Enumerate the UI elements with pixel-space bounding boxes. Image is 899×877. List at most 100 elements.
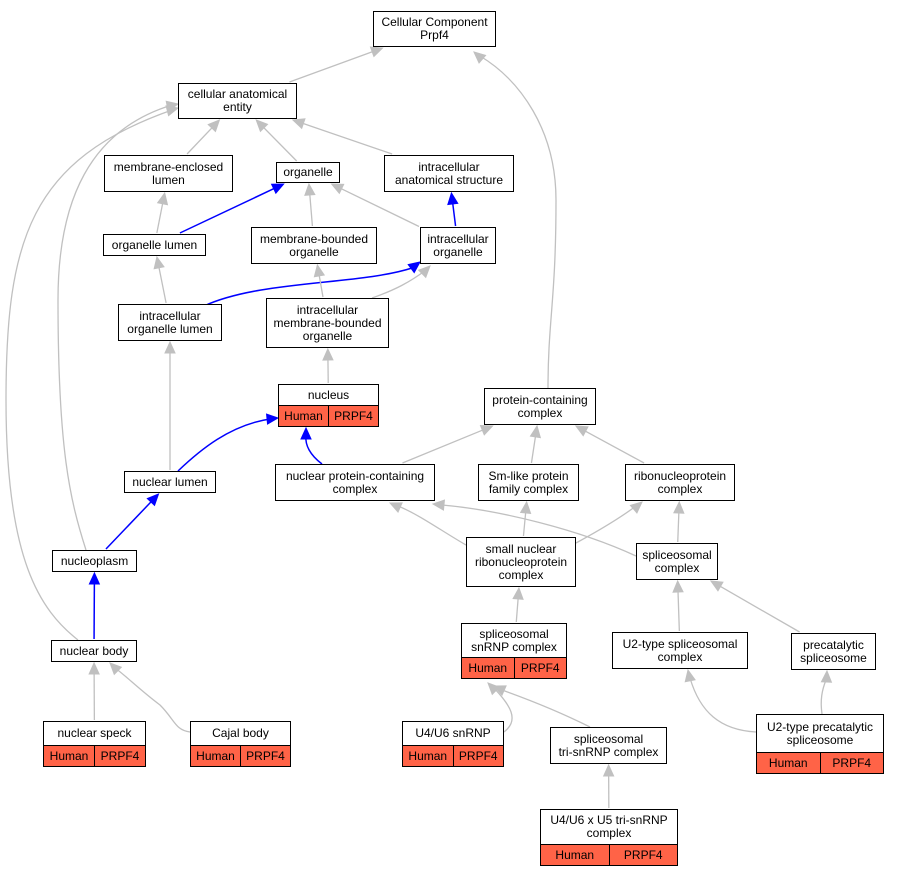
edge-line (397, 505, 467, 546)
node-mel[interactable]: membrane-enclosed lumen (104, 155, 233, 192)
node-ias[interactable]: intracellular anatomical structure (384, 155, 514, 192)
edge-line (493, 687, 513, 733)
node-spl[interactable]: spliceosomal complex (636, 543, 718, 580)
gene-cell: PRPF4 (819, 753, 884, 773)
node-label: intracellular organelle lumen (127, 308, 213, 336)
node-label: nucleoplasm (60, 553, 129, 568)
edge-orgl-to-mel (156, 191, 169, 234)
node-label: spliceosomal tri-snRNP complex (558, 731, 659, 759)
node-snrnp[interactable]: small nuclear ribonucleoprotein complex (466, 537, 576, 587)
node-cae[interactable]: cellular anatomical entity (178, 83, 297, 119)
edge-arrowhead (153, 255, 165, 270)
edge-line (318, 273, 324, 298)
edge-arrowhead (487, 682, 501, 696)
node-org[interactable]: organelle (276, 162, 340, 183)
node-label: U2-type spliceosomal complex (622, 636, 738, 664)
edge-arrowhead (291, 118, 306, 130)
edge-orgl-to-org (179, 183, 285, 234)
node-pcc[interactable]: protein-containing complex (484, 388, 596, 425)
edge-arrowhead (529, 424, 542, 439)
edge-arrowhead (417, 265, 431, 279)
gene-cell: PRPF4 (94, 746, 145, 766)
node-tri[interactable]: spliceosomal tri-snRNP complex (550, 727, 667, 764)
edge-line (820, 679, 827, 715)
edge-arrowhead (322, 347, 334, 361)
species-cell: Human (768, 755, 808, 770)
annotation-row: Human PRPF4 (403, 745, 503, 766)
edge-arrowhead (88, 571, 101, 585)
edge-pcc-to-root (473, 51, 557, 389)
node-np[interactable]: nucleoplasm (52, 550, 137, 572)
species-cell: Human (408, 748, 448, 763)
node-label: intracellular membrane-bounded organelle (273, 302, 382, 343)
edge-line (177, 418, 271, 472)
edge-u2s-to-spl (672, 579, 684, 632)
edge-imbo-to-mbo (313, 263, 326, 298)
edge-arrowhead (512, 586, 524, 600)
edge-arrowhead (88, 661, 100, 675)
node-rnp[interactable]: ribonucleoprotein complex (625, 464, 735, 501)
edge-snrnp-to-smlp (519, 500, 532, 537)
node-mbo[interactable]: membrane-bounded organelle (251, 227, 377, 264)
node-orgl[interactable]: organelle lumen (103, 234, 206, 256)
gene-cell: PRPF4 (452, 746, 504, 766)
edge-arrowhead (270, 183, 285, 195)
edge-line (479, 55, 557, 389)
edge-arrowhead (330, 183, 345, 195)
species-cell: Human (196, 748, 235, 763)
edge-line (179, 187, 276, 234)
node-smlp[interactable]: Sm-like protein family complex (478, 464, 579, 501)
edge-arrowhead (672, 579, 684, 593)
node-label: cellular anatomical entity (187, 87, 288, 114)
node-root[interactable]: Cellular Component Prpf4 (373, 11, 496, 47)
node-pcs[interactable]: precatalytic spliceosome (791, 633, 876, 670)
node-label: Cellular Component Prpf4 (381, 15, 488, 42)
edge-line (501, 689, 591, 728)
edge-snrnp-to-rnp (575, 501, 643, 544)
edge-line (402, 428, 485, 464)
edge-line (677, 510, 680, 543)
node-npcc[interactable]: nuclear protein-containing complex (275, 464, 435, 501)
node-iol[interactable]: intracellular organelle lumen (118, 304, 222, 341)
node-label: nuclear lumen (132, 474, 208, 489)
gene-cell: PRPF4 (513, 658, 567, 678)
node-u2s[interactable]: U2-type spliceosomal complex (612, 632, 748, 669)
species-cell: Human (468, 660, 508, 675)
edge-ns-to-nb (88, 661, 100, 721)
edge-org-to-cae (255, 119, 298, 162)
edge-arrowhead (407, 261, 421, 274)
edge-arrowhead (479, 425, 494, 436)
edge-arrowhead (255, 119, 269, 133)
edge-tri-to-ssnrnp (492, 685, 591, 728)
edge-u2pc-to-pcs (820, 669, 833, 715)
edge-u2pc-to-u2s (684, 668, 757, 733)
node-imbo[interactable]: intracellular membrane-bounded organelle (266, 298, 389, 348)
edge-arrowhead (146, 493, 160, 507)
node-label: nuclear body (59, 643, 129, 658)
edge-line (718, 584, 800, 633)
edge-arrowhead (369, 46, 384, 58)
edge-line (105, 499, 153, 550)
node-nb[interactable]: nuclear body (51, 640, 137, 662)
edge-line (186, 126, 214, 155)
node-label: small nuclear ribonucleoprotein complex (474, 541, 568, 582)
edge-line (114, 667, 191, 733)
node-label: nuclear speck (57, 726, 132, 740)
edge-arrowhead (164, 340, 176, 354)
edge-io-to-org (330, 183, 420, 228)
annotation-row: Human PRPF4 (462, 657, 566, 678)
edge-line (522, 510, 527, 537)
edge-arrowhead (313, 263, 326, 278)
node-nl[interactable]: nuclear lumen (124, 471, 216, 493)
node-label: intracellular organelle (427, 231, 489, 259)
node-io[interactable]: intracellular organelle (420, 227, 496, 264)
gene-cell: PRPF4 (608, 845, 678, 865)
